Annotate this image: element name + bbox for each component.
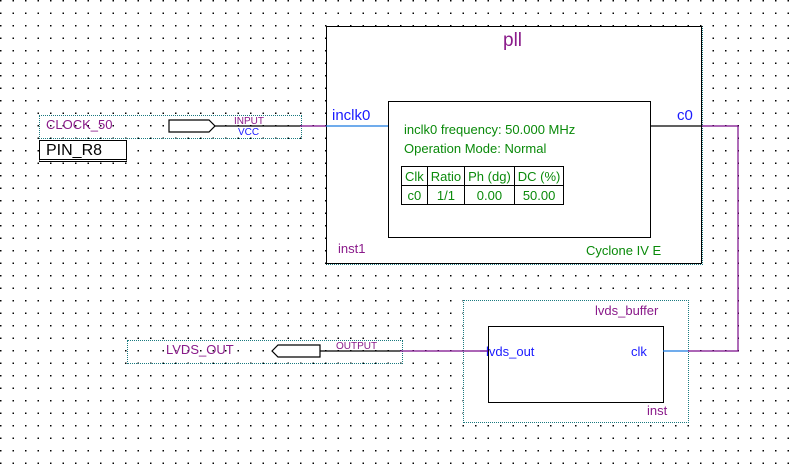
lvds-buffer-port-clk[interactable]: clk bbox=[631, 344, 647, 359]
pll-frequency-info: inclk0 frequency: 50.000 MHz bbox=[404, 122, 576, 137]
input-pin-clock-50[interactable] bbox=[39, 115, 302, 139]
lvds-buffer-instance-name: inst bbox=[647, 403, 668, 418]
table-header-cell: Ratio bbox=[426, 166, 466, 186]
input-pin-name: CLOCK_50 bbox=[46, 117, 113, 132]
output-pin-lvds-out[interactable] bbox=[127, 340, 403, 364]
pll-param-table: Clk Ratio Ph (dg) DC (%) c0 1/1 0.00 50.… bbox=[401, 166, 565, 205]
table-cell: 0.00 bbox=[464, 185, 515, 205]
pll-instance-name: inst1 bbox=[338, 241, 366, 256]
pll-title: pll bbox=[503, 30, 523, 51]
table-header-cell: Ph (dg) bbox=[464, 166, 515, 186]
table-cell: c0 bbox=[401, 185, 428, 205]
output-pin-symbol bbox=[271, 344, 321, 358]
table-cell: 50.00 bbox=[513, 185, 565, 205]
lvds-buffer-port-lvds-out[interactable]: lvds_out bbox=[486, 344, 535, 359]
table-row: c0 1/1 0.00 50.00 bbox=[401, 185, 565, 205]
output-pin-name: LVDS_OUT bbox=[166, 342, 234, 357]
output-pin-direction: OUTPUT bbox=[336, 341, 378, 352]
input-pin-default: VCC bbox=[238, 127, 260, 138]
pll-port-c0[interactable]: c0 bbox=[677, 107, 693, 124]
table-cell: 1/1 bbox=[426, 185, 466, 205]
input-pin-symbol bbox=[168, 119, 216, 133]
lvds-buffer-inner-box bbox=[488, 326, 664, 403]
pin-location-label: PIN_R8 bbox=[46, 142, 103, 159]
wire-c0-to-lvds-clk[interactable] bbox=[688, 125, 739, 352]
pin-location-box[interactable] bbox=[39, 140, 127, 162]
lvds-buffer-title: lvds_buffer bbox=[595, 303, 659, 318]
pll-port-inclk0[interactable]: inclk0 bbox=[332, 107, 371, 124]
pll-mode-info: Operation Mode: Normal bbox=[404, 141, 547, 156]
input-pin-direction: INPUT bbox=[234, 116, 264, 127]
pll-device-family: Cyclone IV E bbox=[586, 243, 662, 258]
